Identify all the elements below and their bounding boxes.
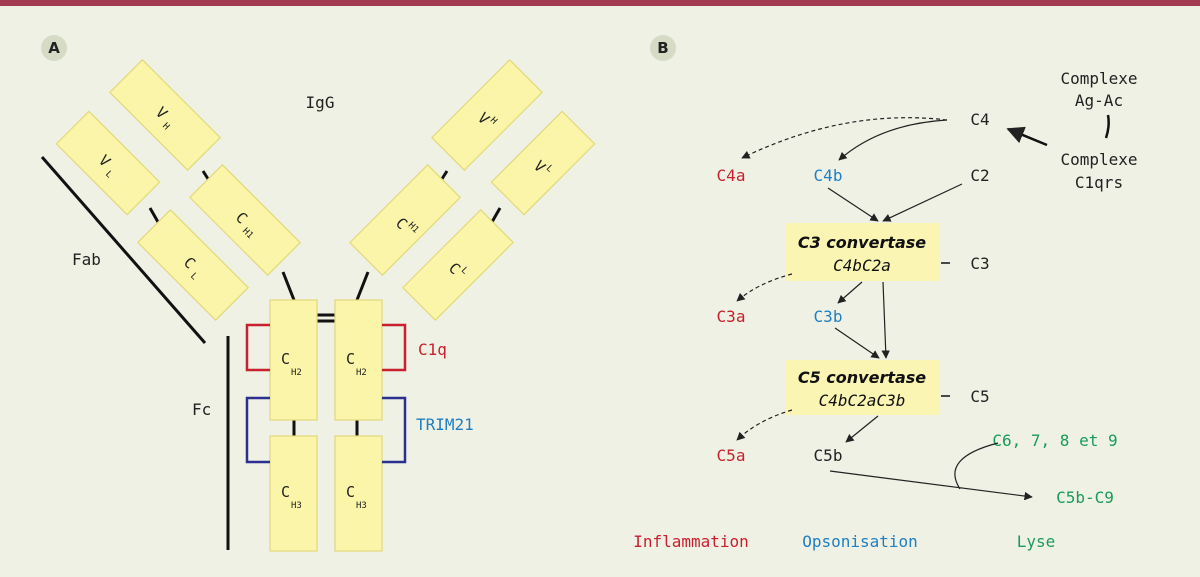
badge-b [650, 35, 676, 61]
c5b-label: C5b [814, 446, 843, 465]
domain-ch2-right: C H2 [334, 299, 383, 421]
fab-bracket [40, 156, 207, 344]
arrow-c3conv-to-c5conv [881, 281, 890, 359]
svg-text:H: H [488, 116, 499, 127]
c4a-label: C4a [717, 166, 746, 185]
svg-text:C: C [346, 350, 355, 368]
c3-convertase-box: C3 convertase C4bC2a [785, 223, 940, 281]
svg-text:L: L [459, 266, 470, 277]
c5b-c9-label: C5b-C9 [1056, 488, 1114, 507]
domain-ch3-left: C H3 [269, 435, 318, 552]
fab-label: Fab [72, 250, 101, 269]
svg-text:L: L [188, 271, 199, 282]
c4b-label: C4b [814, 166, 843, 185]
top-accent-bar [0, 0, 1200, 6]
c5-label: C5 [970, 387, 989, 406]
complexe-ag-ac-line1: Complexe [1060, 69, 1137, 88]
domain-vl-right: V L [490, 110, 596, 216]
fc-label: Fc [192, 400, 211, 419]
domain-vl-left: V L [55, 110, 161, 216]
domain-ch1-right: C H1 [348, 163, 462, 277]
c5-convertase-formula: C4bC2aC3b [819, 391, 906, 410]
svg-text:H3: H3 [291, 501, 302, 511]
arrow-c5b-to-c5b-c9 [829, 470, 1033, 501]
domain-ch2-left: C H2 [269, 299, 318, 421]
svg-text:H3: H3 [356, 501, 367, 511]
trim21-label: TRIM21 [416, 415, 474, 434]
svg-text:H: H [160, 121, 171, 132]
c5-convertase-box: C5 convertase C4bC2aC3b [785, 360, 940, 415]
domain-vh-right: V H [430, 58, 544, 172]
complexe-link [1104, 114, 1110, 139]
domain-cl-left: C L [136, 208, 250, 322]
c5-convertase-title: C5 convertase [798, 368, 926, 387]
arrow-c3-to-c3b [837, 281, 863, 304]
arrow-c5-to-c5b [845, 415, 879, 443]
c5a-label: C5a [717, 446, 746, 465]
svg-text:H2: H2 [356, 368, 367, 378]
domain-vh-left: V H [108, 58, 222, 172]
arrow-c1qrs-to-c4 [1006, 126, 1048, 147]
domain-ch1-left: C H1 [188, 163, 302, 277]
badge-b-label: B [657, 39, 668, 57]
c4-label: C4 [970, 110, 989, 129]
panel-a: A IgG Fab Fc V H V L [40, 35, 596, 552]
c3-label: C3 [970, 254, 989, 273]
svg-text:C: C [281, 350, 290, 368]
legend-lyse: Lyse [1017, 532, 1056, 551]
legend-opsonisation: Opsonisation [802, 532, 918, 551]
igg-title: IgG [306, 93, 335, 112]
complexe-c1qrs-line1: Complexe [1060, 150, 1137, 169]
pathway-arrows [736, 117, 1033, 501]
svg-text:H2: H2 [291, 368, 302, 378]
svg-text:C: C [281, 483, 290, 501]
complexe-c1qrs-line2: C1qrs [1075, 173, 1123, 192]
c3-convertase-formula: C4bC2a [833, 256, 891, 275]
c1q-label: C1q [418, 340, 447, 359]
legend-inflammation: Inflammation [633, 532, 749, 551]
complexe-ag-ac-line2: Ag-Ac [1075, 91, 1123, 110]
arrow-c4-to-c4a [741, 117, 948, 159]
svg-text:C: C [346, 483, 355, 501]
c3b-label: C3b [814, 307, 843, 326]
domain-ch3-right: C H3 [334, 435, 383, 552]
c1q-bracket [245, 323, 407, 372]
c3a-label: C3a [717, 307, 746, 326]
arrow-c6-9-merge [954, 442, 999, 490]
arrow-c4-to-c4b [838, 119, 948, 161]
trim21-bracket [245, 396, 407, 464]
badge-a-label: A [48, 39, 60, 57]
arrow-c5-to-c5a [736, 409, 793, 441]
c2-label: C2 [970, 166, 989, 185]
c6-9-label: C6, 7, 8 et 9 [992, 431, 1117, 450]
arrow-c3b-to-c5conv [834, 327, 880, 359]
svg-text:L: L [544, 164, 555, 175]
arrow-c2-to-c3conv [882, 183, 963, 222]
panel-b: B Complexe Ag-Ac Complexe C1qrs C4 C4a C… [633, 35, 1138, 551]
arrow-c3-to-c3a [736, 273, 793, 302]
arrow-c4b-to-c3conv [827, 187, 879, 222]
c3-convertase-title: C3 convertase [798, 233, 926, 252]
svg-text:L: L [103, 169, 114, 180]
badge-a [41, 35, 67, 61]
domain-cl-right: C L [401, 208, 515, 322]
